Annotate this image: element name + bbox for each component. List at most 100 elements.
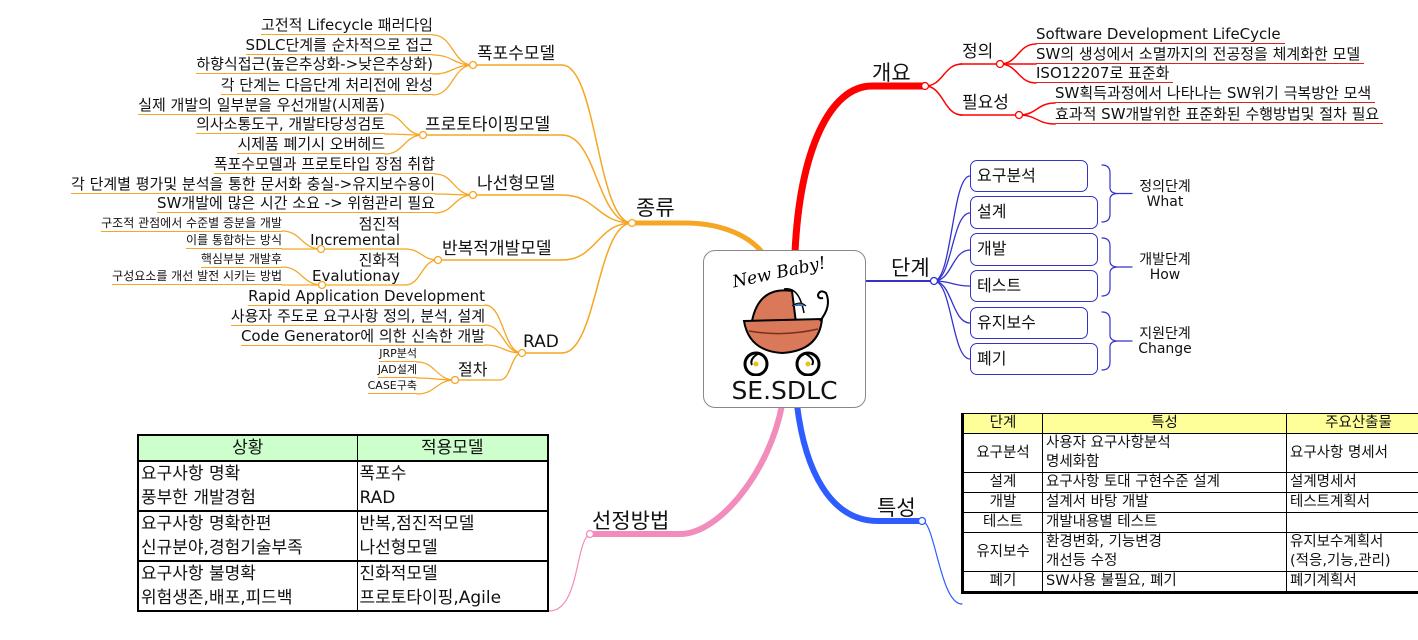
central-topic-title: SE.SDLC — [731, 376, 838, 405]
cell-model-line: 나선형모델 — [359, 538, 438, 558]
brace — [1101, 164, 1133, 223]
stage-box-development[interactable]: 개발 — [970, 233, 1098, 266]
connector — [561, 194, 633, 224]
leaf[interactable]: 이를 통합하는 방식 — [186, 233, 282, 249]
connector — [434, 194, 474, 214]
cell-output: 설계명세서 — [1286, 472, 1418, 493]
node-junction — [627, 218, 637, 228]
connector — [933, 249, 971, 282]
stage-box-design[interactable]: 설계 — [970, 196, 1098, 229]
node-iterative-model[interactable]: 반복적개발모델 — [442, 239, 552, 259]
cell-output-line: (적응,기능,관리) — [1290, 553, 1391, 569]
cell-characteristic-line: 개발내용별 테스트 — [1046, 514, 1158, 530]
node-rad-procedure[interactable]: 절차 — [458, 360, 488, 379]
node-rad[interactable]: RAD — [523, 332, 559, 352]
leaf[interactable]: 하향식접근(높은추상화->낮은추상화) — [196, 55, 433, 74]
cell-situation-line: 요구사항 명확 — [141, 464, 241, 484]
cell-stage: 테스트 — [962, 512, 1043, 533]
connector — [921, 520, 963, 605]
leaf[interactable]: 의사소통도구, 개발타당성검토 — [196, 115, 385, 134]
node-junction — [433, 255, 443, 265]
leaf[interactable]: 각 단계는 다음단계 처리전에 완성 — [220, 76, 433, 95]
cell-output-line: 설계명세서 — [1290, 474, 1357, 490]
leaf[interactable]: SW의 생성에서 소멸까지의 전공정을 체계화한 모델 — [1036, 46, 1365, 64]
leaf[interactable]: SW획득과정에서 나타나는 SW위기 극복방안 모색 — [1055, 85, 1376, 103]
leaf[interactable]: 구조적 관점에서 수준별 증분을 개발 — [101, 216, 282, 232]
brace — [1101, 311, 1133, 371]
brace — [1101, 237, 1133, 297]
branch-selection-method[interactable]: 선정방법 — [592, 509, 670, 533]
leaf[interactable]: 구성요소를 개선 발전 시키는 방법 — [112, 269, 282, 285]
cell-characteristic: 설계서 바탕 개발 — [1042, 492, 1287, 513]
node-prototyping-model[interactable]: 프로토타이핑모델 — [425, 115, 551, 135]
leaf[interactable]: 폭포수모델과 프로토타입 장점 취합 — [213, 155, 435, 174]
leaf[interactable]: SW개발에 많은 시간 소요 -> 위험관리 필요 — [157, 194, 435, 213]
node-evolutionary[interactable]: 진화적 Evalutionay — [312, 252, 400, 284]
branch-characteristics[interactable]: 특성 — [877, 496, 916, 520]
stage-box-disposal[interactable]: 폐기 — [970, 343, 1098, 375]
leaf[interactable]: 시제품 폐기시 오버헤드 — [237, 135, 385, 154]
connector — [561, 222, 633, 354]
connector — [924, 63, 963, 87]
branch-overview[interactable]: 개요 — [872, 61, 911, 85]
node-spiral-model[interactable]: 나선형모델 — [477, 174, 556, 194]
group-name: 지원단계 — [1139, 326, 1191, 342]
stage-box-maintenance[interactable]: 유지보수 — [970, 307, 1088, 339]
cell-output-line: 폐기계획서 — [1290, 573, 1357, 589]
node-junction — [929, 276, 939, 286]
group-sub: What — [1146, 194, 1184, 210]
leaf[interactable]: JAD설계 — [377, 363, 417, 378]
node-incremental[interactable]: 점진적 Incremental — [310, 216, 400, 248]
connector — [404, 248, 439, 261]
node-necessity[interactable]: 필요성 — [962, 93, 1009, 113]
cell-model-line: 반복,점진적모델 — [359, 514, 475, 534]
connector — [561, 222, 633, 261]
leaf[interactable]: 효과적 SW개발위한 표준화된 수행방법및 절차 필요 — [1055, 106, 1384, 124]
header-stage: 단계 — [962, 413, 1043, 434]
leaf[interactable]: 핵심부분 개발후 — [200, 252, 282, 268]
leaf[interactable]: 고전적 Lifecycle 패러다임 — [261, 16, 433, 35]
leaf[interactable]: JRP분석 — [379, 347, 417, 362]
leaf[interactable]: Code Generator에 의한 신속한 개발 — [240, 327, 485, 346]
group-name: 정의단계 — [1139, 179, 1191, 195]
node-definition[interactable]: 정의 — [962, 42, 994, 62]
cell-output-line: 테스트계획서 — [1290, 494, 1371, 510]
central-topic[interactable]: New Baby! SE.SDLC — [703, 250, 866, 408]
leaf[interactable]: Software Development LifeCycle — [1036, 26, 1285, 44]
connector — [416, 361, 456, 381]
stage-box-test[interactable]: 테스트 — [970, 270, 1098, 302]
node-junction — [917, 516, 927, 526]
cell-stage: 요구분석 — [962, 433, 1043, 473]
cell-characteristic: 개발내용별 테스트 — [1042, 512, 1287, 533]
connector — [499, 352, 523, 381]
leaf[interactable]: 실제 개발의 일부분을 우선개발(시제품) — [138, 96, 385, 115]
group-name: 개발단계 — [1139, 252, 1191, 268]
connector — [432, 64, 474, 96]
leaf[interactable]: Rapid Application Development — [248, 287, 485, 306]
leaf[interactable]: ISO12207로 표준화 — [1036, 65, 1174, 83]
leaf[interactable]: 각 단계별 평가및 분석을 통한 문서화 충실->유지보수용이 — [71, 175, 435, 194]
branch-stages[interactable]: 단계 — [891, 256, 930, 280]
leaf[interactable]: 사용자 주도로 요구사항 정의, 분석, 설계 — [230, 307, 485, 326]
node-waterfall-model[interactable]: 폭포수모델 — [477, 44, 556, 64]
leaf[interactable]: CASE구축 — [367, 379, 417, 394]
stage-box-requirements[interactable]: 요구분석 — [970, 160, 1088, 192]
branch-types[interactable]: 종류 — [636, 196, 675, 220]
leaf[interactable]: SDLC단계를 순차적으로 접근 — [245, 36, 433, 55]
cell-output — [1286, 512, 1418, 533]
node-junction — [316, 244, 326, 254]
cell-characteristic: 요구사항 토대 구현수준 설계 — [1042, 472, 1287, 493]
